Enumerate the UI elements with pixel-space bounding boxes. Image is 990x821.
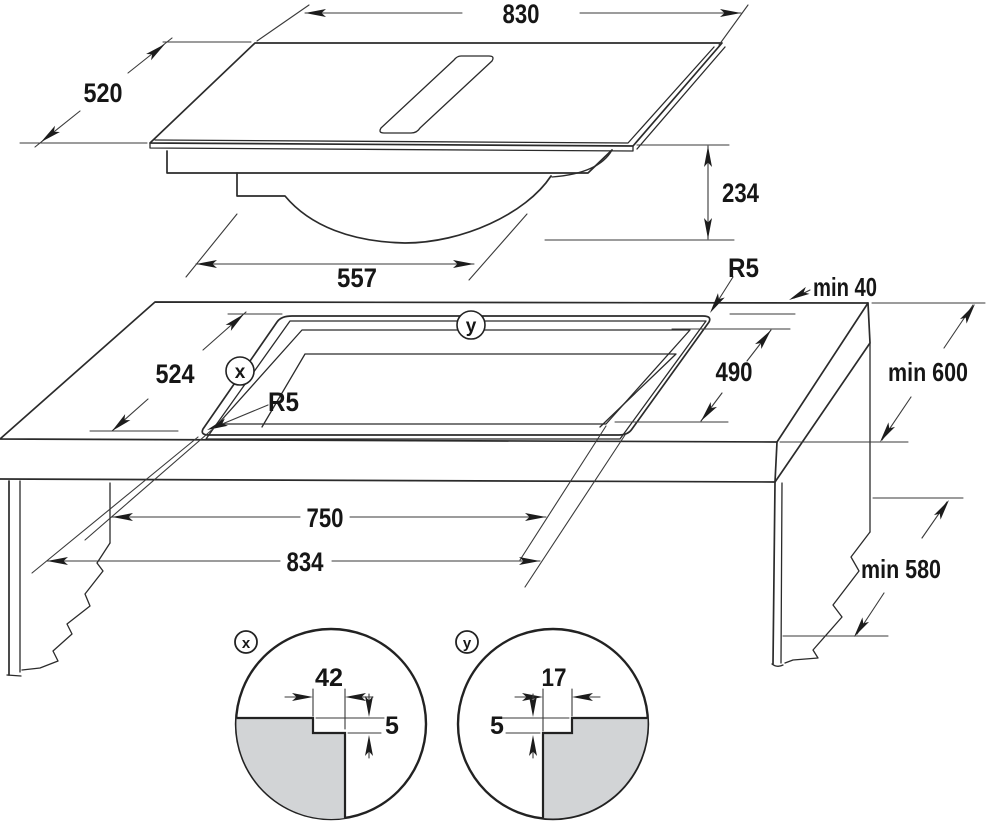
detail-circle-x: x 42 5 <box>234 627 428 821</box>
hob-width-dim: 830 <box>503 0 540 29</box>
marker-y-label: y <box>466 316 477 337</box>
detail-circle-y: y 17 5 <box>455 627 650 821</box>
detail-x-badge <box>234 630 258 654</box>
cutout-inner-width-dim: 750 <box>307 503 344 533</box>
hob-body-width-dim: 557 <box>337 263 377 293</box>
cutout-dimensions: 524 490 R5 R5 min 40 min 600 min 580 <box>31 253 986 640</box>
cutout-markers: x y <box>225 310 486 386</box>
marker-y-circle <box>456 310 486 340</box>
hob-depth-dim: 520 <box>84 78 123 108</box>
detail-y-badge-label: y <box>463 635 472 652</box>
detail-y-badge <box>455 630 479 654</box>
marker-x-circle <box>225 356 255 386</box>
marker-x-label: x <box>235 362 246 383</box>
detail-y-ledge-dim: 17 <box>542 664 567 692</box>
hob-dimensions: 830 520 234 557 <box>19 0 759 293</box>
clearance-back-dim: min 40 <box>813 272 877 302</box>
detail-x-ledge-dim: 42 <box>315 664 343 692</box>
cutout-inner-depth-dim: 490 <box>716 357 753 387</box>
detail-x-material-fill <box>236 718 345 819</box>
hob-drawing <box>149 42 726 244</box>
countertop-drawing <box>0 301 871 677</box>
cutout-outer-depth-dim: 524 <box>156 359 195 389</box>
cutout-radius-left-label: R5 <box>268 387 299 417</box>
hob-height-dim: 234 <box>722 178 759 208</box>
cabinet-width-dim: min 580 <box>861 554 941 584</box>
worktop-depth-dim: min 600 <box>888 357 968 387</box>
detail-x-step-dim: 5 <box>385 712 399 740</box>
detail-x-badge-label: x <box>242 635 251 652</box>
cutout-radius-top-label: R5 <box>728 253 759 283</box>
cutout-outer-width-dim: 834 <box>287 547 324 577</box>
detail-y-material-fill <box>543 718 648 819</box>
detail-y-step-dim: 5 <box>490 712 504 740</box>
